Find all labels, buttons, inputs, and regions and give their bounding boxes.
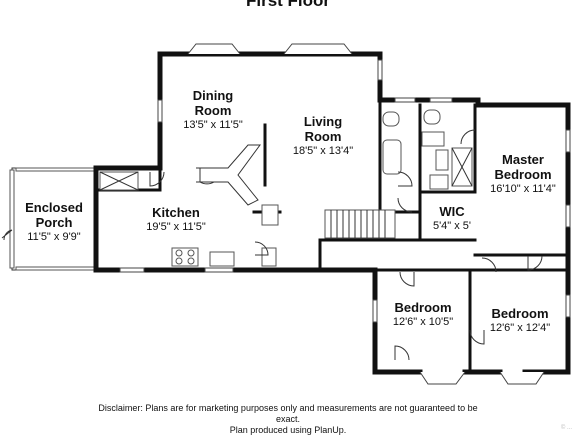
stairs: [324, 209, 396, 239]
room-name: Room: [304, 129, 342, 144]
room-label-bedroom-2: Bedroom 12'6" x 10'5": [378, 300, 468, 330]
room-dimensions: 19'5" x 11'5": [146, 221, 206, 233]
room-name: Kitchen: [152, 205, 200, 220]
room-dimensions: 12'6" x 12'4": [489, 322, 551, 334]
room-name: Room: [194, 103, 232, 118]
disclaimer-line: Plan produced using PlanUp.: [229, 425, 347, 435]
room-name: Porch: [35, 215, 73, 230]
room-label-dining: Dining Room 13'5" x 11'5": [168, 88, 258, 133]
copyright-watermark: © ...: [560, 425, 572, 431]
disclaimer-line: Disclaimer: Plans are for marketing purp…: [98, 403, 478, 413]
doors: [1, 129, 543, 361]
disclaimer: Disclaimer: Plans are for marketing purp…: [96, 403, 480, 436]
disclaimer-line: exact.: [275, 414, 300, 424]
room-label-living: Living Room 18'5" x 13'4": [278, 114, 368, 159]
room-name: Living: [303, 114, 343, 129]
room-name: Bedroom: [494, 167, 552, 182]
room-dimensions: 13'5" x 11'5": [183, 119, 243, 131]
floor-title: First Floor: [245, 0, 331, 10]
room-label-porch: Enclosed Porch 11'5" x 9'9": [12, 200, 96, 245]
room-label-master: Master Bedroom 16'10" x 11'4": [478, 152, 568, 197]
room-name: Enclosed: [25, 200, 83, 215]
room-name: Bedroom: [491, 306, 549, 321]
bath-fixtures: [382, 109, 473, 190]
room-label-kitchen: Kitchen 19'5" x 11'5": [130, 205, 222, 235]
room-label-bedroom-3: Bedroom 12'6" x 12'4": [476, 306, 564, 336]
room-name: WIC: [439, 204, 465, 219]
windows: [119, 43, 571, 385]
kitchen-fixtures: [99, 144, 279, 267]
room-dimensions: 16'10" x 11'4": [490, 183, 556, 195]
room-name: Master: [502, 152, 544, 167]
room-dimensions: 5'4" x 5': [432, 220, 472, 232]
room-name: Dining: [192, 88, 234, 103]
room-name: Bedroom: [394, 300, 452, 315]
room-label-wic: WIC 5'4" x 5': [424, 204, 480, 234]
room-dimensions: 11'5" x 9'9": [27, 231, 81, 243]
room-dimensions: 12'6" x 10'5": [392, 316, 454, 328]
room-dimensions: 18'5" x 13'4": [292, 145, 354, 157]
